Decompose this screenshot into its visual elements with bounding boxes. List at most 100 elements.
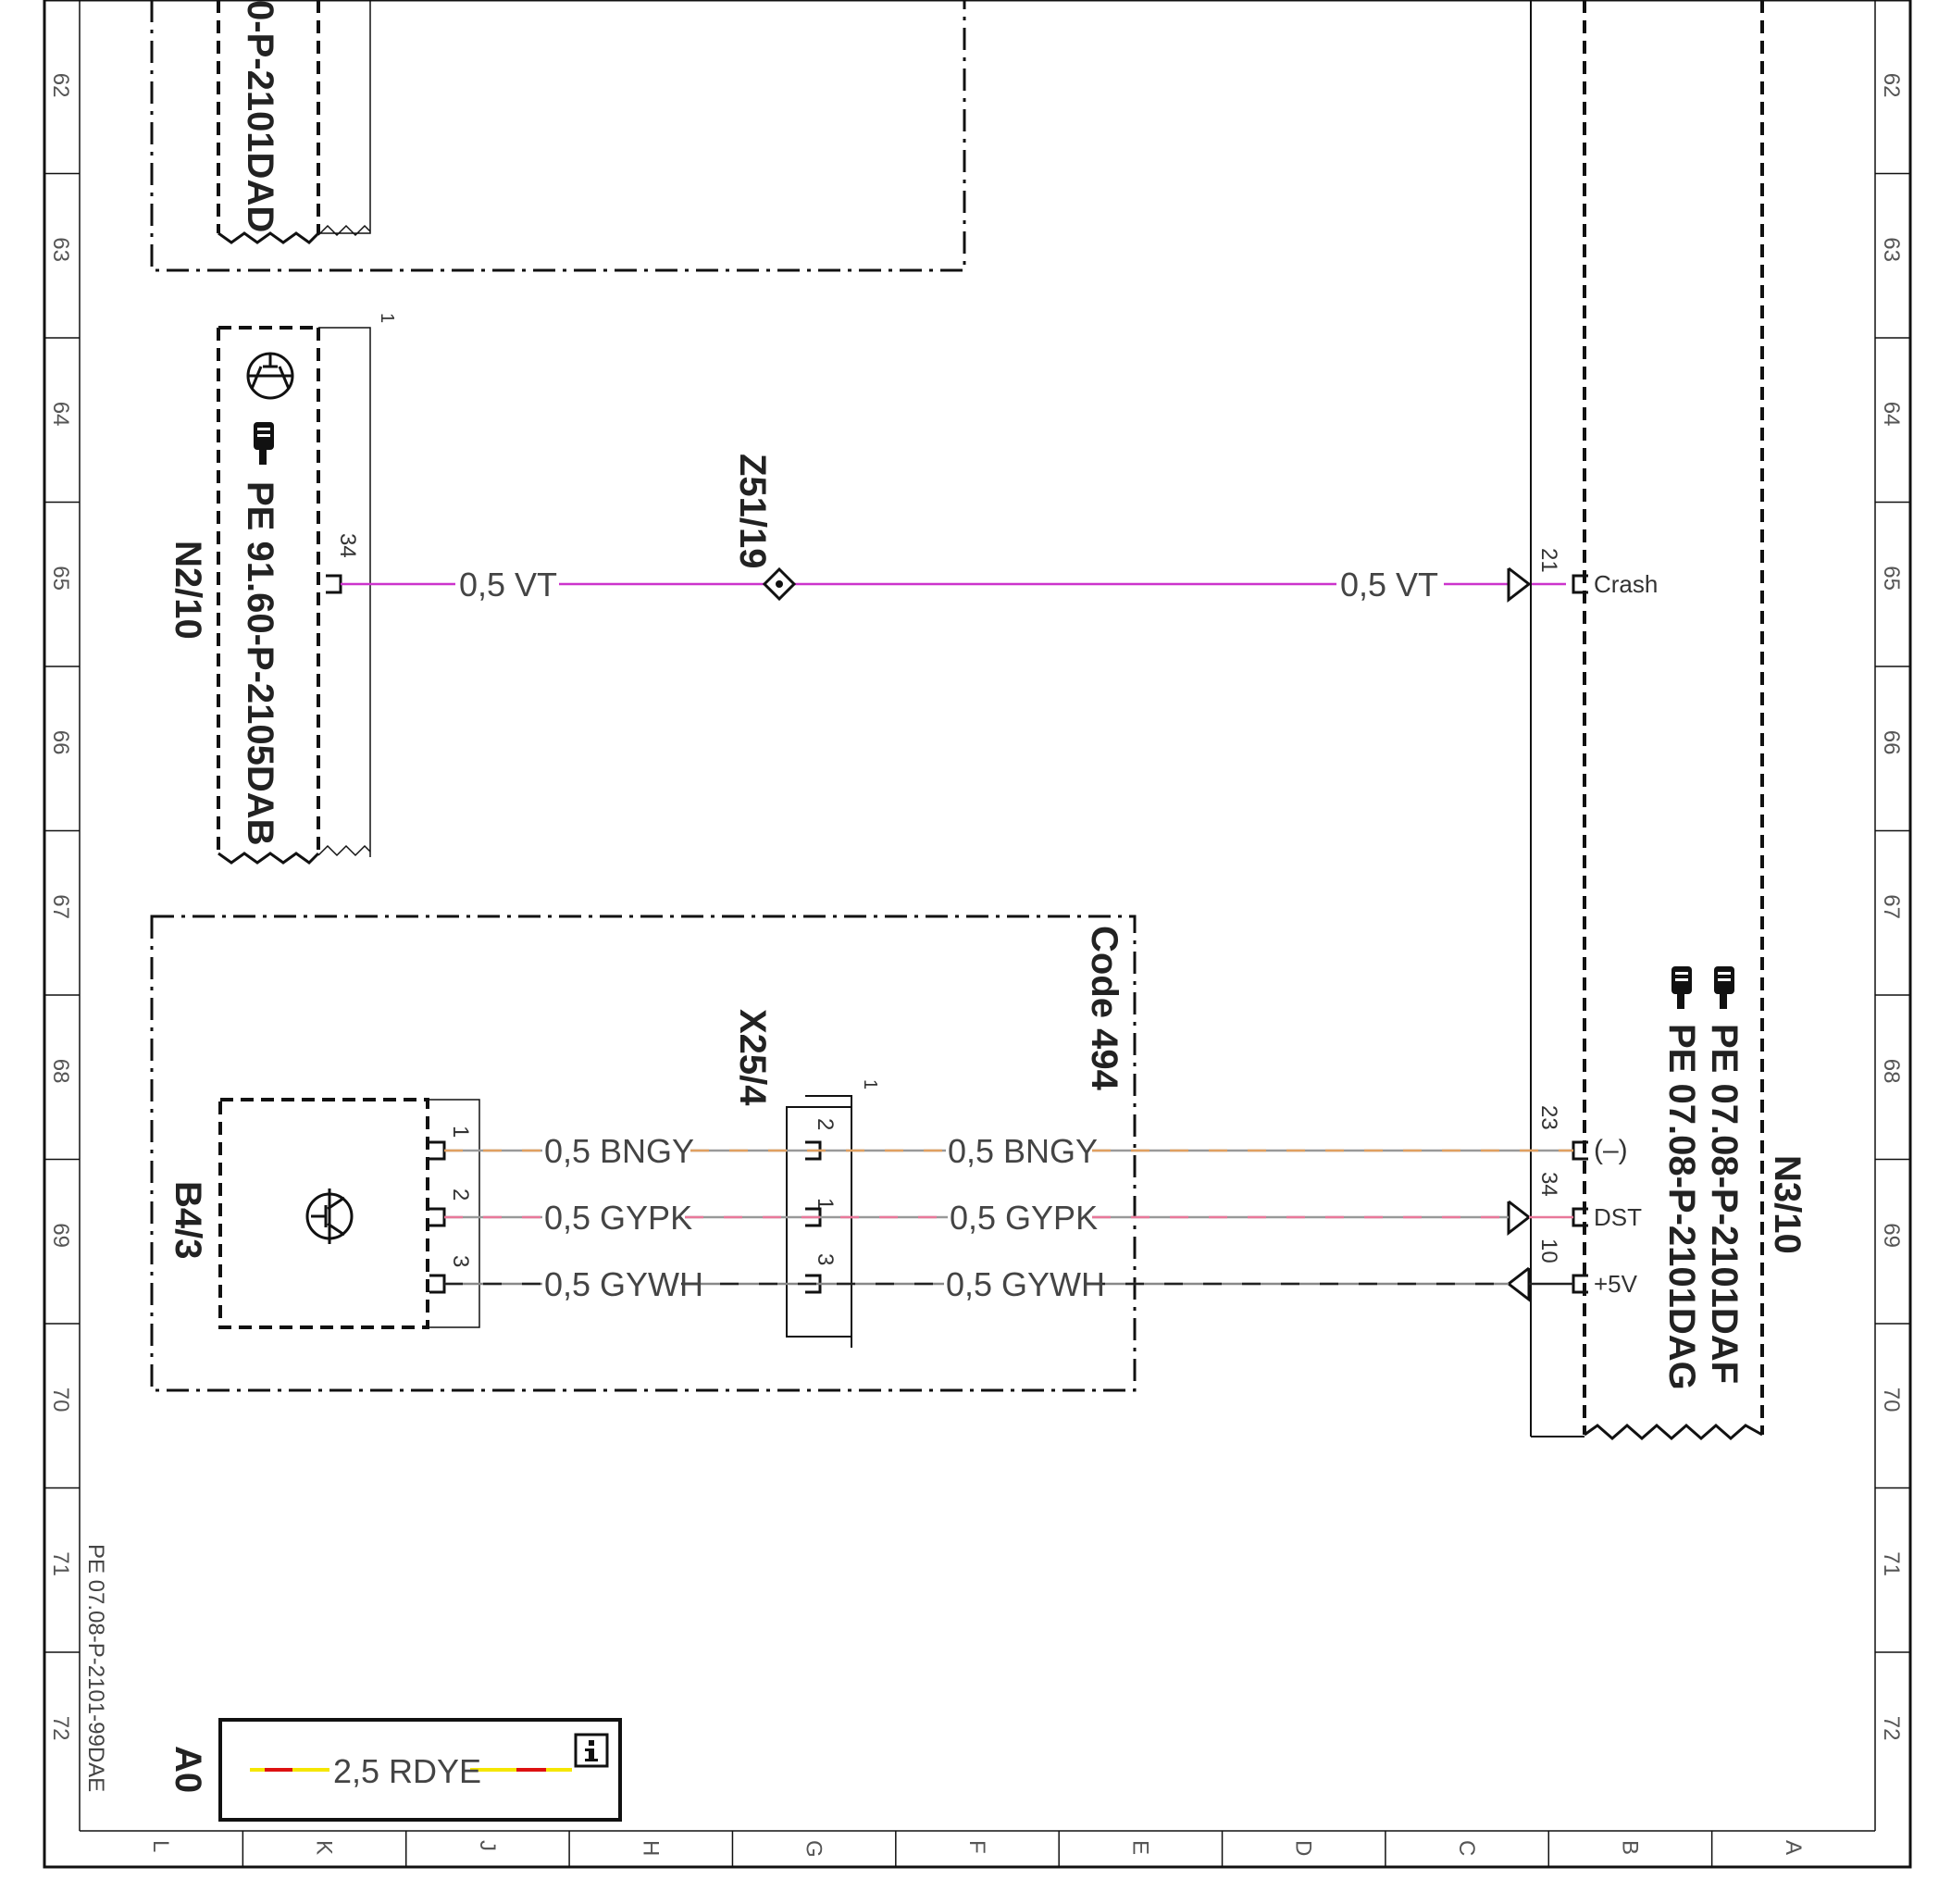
document-reference: PE 07.08-P-2101-99DAE bbox=[83, 1544, 108, 1792]
n2-10-id: N2/10 bbox=[168, 541, 208, 640]
grid-row-label: 70 bbox=[48, 1388, 73, 1412]
signal-arrow-in-icon bbox=[1507, 566, 1532, 604]
grid-row-label: 69 bbox=[1879, 1223, 1904, 1248]
sheet-frame bbox=[43, 0, 1912, 1869]
top-module-reference: 0-P-2101DAD bbox=[240, 0, 280, 232]
z51-19-splice: Z51/19 bbox=[732, 454, 797, 602]
x25-4-pin: 1 bbox=[813, 1198, 838, 1210]
grid-column-label: F bbox=[964, 1840, 989, 1854]
grid-row-label: 72 bbox=[1879, 1716, 1904, 1741]
grid-row-label: 66 bbox=[48, 730, 73, 755]
x25-4-connector: X25/4 1 2 1 3 bbox=[732, 1009, 880, 1348]
n3-10-pin-dst: 34 DST bbox=[1536, 1172, 1642, 1231]
row-labels-right: 62 63 64 65 66 67 68 69 70 71 72 bbox=[1879, 73, 1904, 1741]
grid-row-label: 63 bbox=[1879, 237, 1904, 262]
grid-column-label: C bbox=[1454, 1840, 1479, 1856]
n3-10-pin-ground: 23 (–) bbox=[1536, 1105, 1628, 1165]
n3-10-pin-crash: 21 Crash bbox=[1536, 548, 1658, 598]
grid-column-label: B bbox=[1617, 1840, 1642, 1855]
n3-10-pin-5v: 10 +5V bbox=[1536, 1238, 1638, 1298]
wire-gypk: 0,5 GYPK 0,5 GYPK bbox=[444, 1199, 1573, 1237]
b4-3-pin-1: 1 bbox=[448, 1126, 473, 1138]
grid-row-label: 64 bbox=[1879, 402, 1904, 427]
grid-row-label: 65 bbox=[1879, 566, 1904, 591]
wire-label-bngy-left: 0,5 BNGY bbox=[544, 1132, 694, 1170]
n3-10-pin-number: 10 bbox=[1536, 1238, 1561, 1263]
wire-label-vt-right: 0,5 VT bbox=[1340, 566, 1438, 604]
wire-label-gywh-left: 0,5 GYWH bbox=[544, 1265, 703, 1303]
code-494-block: Code 494 bbox=[150, 915, 1137, 1392]
wire-crash-vt: 0,5 VT 0,5 VT bbox=[341, 566, 1566, 604]
reference-pointer-icon bbox=[1714, 966, 1734, 1009]
n3-10-reference-1: PE 07.08-P-2101DAF bbox=[1704, 1024, 1745, 1384]
n3-10-pin-label: DST bbox=[1594, 1203, 1642, 1231]
grid-column-label: H bbox=[638, 1840, 663, 1856]
grid-column-label: E bbox=[1127, 1840, 1152, 1855]
n2-10-module: PE 91.60-P-2105DAB N2/10 1 34 bbox=[168, 313, 397, 865]
legend-wire-label: 2,5 RDYE bbox=[333, 1752, 481, 1790]
grid-row-label: 70 bbox=[1879, 1388, 1904, 1412]
signal-arrow-in-icon bbox=[1507, 1200, 1532, 1237]
grid-row-label: 71 bbox=[1879, 1551, 1904, 1576]
reference-pointer-icon bbox=[1671, 966, 1692, 1009]
grid-row-label: 65 bbox=[48, 566, 73, 591]
n3-10-id: N3/10 bbox=[1767, 1155, 1808, 1254]
grid-row-label: 67 bbox=[1879, 894, 1904, 919]
grid-row-label: 71 bbox=[48, 1551, 73, 1576]
grid-row-label: 72 bbox=[48, 1716, 73, 1741]
wire-gywh: 0,5 GYWH 0,5 GYWH bbox=[444, 1265, 1573, 1303]
reference-pointer-icon bbox=[254, 422, 274, 465]
wire-label-gypk-left: 0,5 GYPK bbox=[544, 1199, 692, 1237]
n2-10-pin-index: 1 bbox=[377, 313, 397, 323]
n3-10-reference-2: PE 07.08-P-2101DAG bbox=[1661, 1024, 1702, 1390]
b4-3-pin-3: 3 bbox=[448, 1255, 473, 1267]
wire-label-gywh-right: 0,5 GYWH bbox=[946, 1265, 1105, 1303]
grid-row-label: 64 bbox=[48, 402, 73, 427]
z51-19-id: Z51/19 bbox=[732, 454, 773, 569]
b4-3-sensor: B4/3 1 2 3 bbox=[168, 1098, 480, 1329]
x25-4-pin: 2 bbox=[813, 1118, 838, 1130]
n3-10-pin-label: Crash bbox=[1594, 570, 1658, 598]
n2-10-pin-number: 34 bbox=[335, 533, 360, 558]
b4-3-pin-2: 2 bbox=[448, 1188, 473, 1201]
grid-row-label: 69 bbox=[48, 1223, 73, 1248]
grid-row-label: 67 bbox=[48, 894, 73, 919]
legend-a0: A0 2,5 RDYE bbox=[168, 1718, 622, 1822]
n3-10-pin-number: 23 bbox=[1536, 1105, 1561, 1130]
code-494-label: Code 494 bbox=[1084, 926, 1125, 1091]
grid-row-label: 68 bbox=[1879, 1059, 1904, 1084]
n3-10-pin-number: 34 bbox=[1536, 1172, 1561, 1197]
wire-bngy: 0,5 BNGY 0,5 BNGY bbox=[444, 1132, 1573, 1170]
n3-10-module: PE 07.08-P-2101DAF PE 07.08-P-2101DAG N3… bbox=[1506, 0, 1808, 1440]
signal-arrow-out-icon bbox=[1506, 1266, 1531, 1303]
n3-10-pin-label: +5V bbox=[1594, 1270, 1638, 1298]
grid-column-label: G bbox=[802, 1840, 826, 1858]
grid-row-label: 62 bbox=[48, 73, 73, 98]
transistor-symbol-icon bbox=[246, 352, 294, 400]
wire-label-gypk-right: 0,5 GYPK bbox=[950, 1199, 1098, 1237]
splice-diamond-icon bbox=[762, 566, 797, 602]
grid-column-label: K bbox=[312, 1840, 337, 1855]
info-icon bbox=[574, 1733, 609, 1768]
x25-4-pin-index: 1 bbox=[860, 1079, 880, 1089]
grid-column-label: L bbox=[148, 1840, 173, 1852]
wire-label-bngy-right: 0,5 BNGY bbox=[948, 1132, 1098, 1170]
grid-column-label: A bbox=[1781, 1840, 1806, 1855]
n2-10-reference: PE 91.60-P-2105DAB bbox=[240, 481, 280, 846]
grid-row-label: 68 bbox=[48, 1059, 73, 1084]
grid-row-label: 62 bbox=[1879, 73, 1904, 98]
b4-3-id: B4/3 bbox=[168, 1181, 208, 1260]
sensor-transistor-icon bbox=[305, 1188, 354, 1244]
grid-row-label: 66 bbox=[1879, 730, 1904, 755]
n3-10-pin-label: (–) bbox=[1594, 1135, 1628, 1165]
wire-label-vt-left: 0,5 VT bbox=[459, 566, 557, 604]
top-module-block: 0-P-2101DAD bbox=[150, 0, 966, 272]
x25-4-id: X25/4 bbox=[732, 1009, 773, 1106]
x25-4-pin: 3 bbox=[813, 1253, 838, 1265]
legend-a0-id: A0 bbox=[168, 1746, 208, 1793]
grid-column-label: D bbox=[1291, 1840, 1316, 1856]
grid-column-label: J bbox=[475, 1840, 500, 1851]
